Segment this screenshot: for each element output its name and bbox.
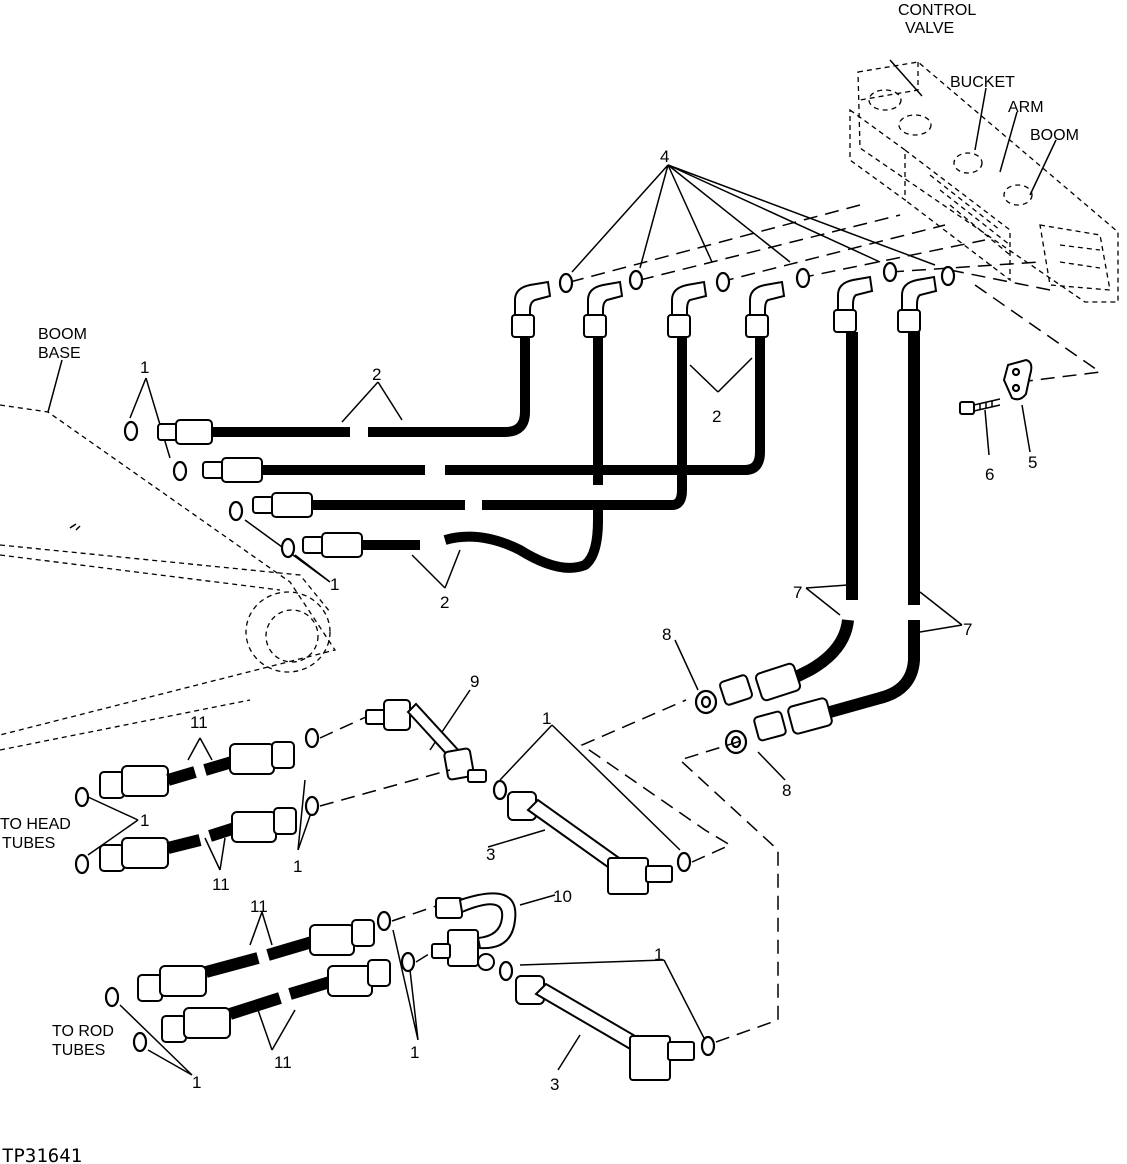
valve-port-leaders bbox=[569, 204, 1103, 383]
callout-2: 2 bbox=[712, 407, 721, 426]
hose-end-fittings bbox=[157, 419, 363, 558]
callout-1: 1 bbox=[293, 857, 302, 876]
callout-1: 1 bbox=[542, 709, 551, 728]
label-bucket: BUCKET bbox=[950, 74, 1015, 91]
callout-1: 1 bbox=[140, 811, 149, 830]
tube-part-9 bbox=[319, 699, 487, 807]
callout-11: 11 bbox=[212, 875, 230, 894]
callout-3: 3 bbox=[550, 1075, 559, 1094]
label-to-rod-1: TO ROD bbox=[52, 1023, 114, 1040]
callout-1: 1 bbox=[140, 358, 149, 377]
elbow-fittings bbox=[511, 275, 938, 338]
callout-11: 11 bbox=[190, 713, 208, 732]
label-to-rod-2: TUBES bbox=[52, 1042, 105, 1059]
callout-2: 2 bbox=[440, 593, 449, 612]
callout-numbers: 1 1 1 1 1 1 1 1 2 2 2 3 3 4 5 6 7 7 8 8 … bbox=[140, 147, 1037, 1094]
o-rings bbox=[74, 261, 956, 1057]
text-labels: CONTROL VALVE BUCKET ARM BOOM BOOM BASE … bbox=[0, 2, 1079, 1164]
callout-1: 1 bbox=[330, 575, 339, 594]
callout-10: 10 bbox=[553, 887, 572, 906]
callout-leaders bbox=[47, 59, 1057, 1076]
callout-2: 2 bbox=[372, 365, 381, 384]
label-boom-base-1: BOOM bbox=[38, 326, 87, 343]
label-boom-base-2: BASE bbox=[38, 345, 81, 362]
callout-7: 7 bbox=[963, 620, 972, 639]
callout-11: 11 bbox=[250, 897, 268, 916]
tube-part-3-upper bbox=[507, 699, 732, 895]
tube-part-3-lower bbox=[515, 739, 779, 1081]
callout-1: 1 bbox=[192, 1073, 201, 1092]
hoses-part-7 bbox=[719, 332, 920, 742]
callout-8: 8 bbox=[782, 781, 791, 800]
boom-base-outline bbox=[0, 404, 337, 751]
callout-9: 9 bbox=[470, 672, 479, 691]
callout-1: 1 bbox=[410, 1043, 419, 1062]
label-to-head-1: TO HEAD bbox=[0, 816, 71, 833]
callout-8: 8 bbox=[662, 625, 671, 644]
label-to-head-2: TUBES bbox=[2, 835, 55, 852]
label-control-valve-2: VALVE bbox=[905, 20, 954, 37]
label-control-valve-1: CONTROL bbox=[898, 2, 976, 19]
tube-part-10 bbox=[391, 892, 517, 971]
hoses-part-2 bbox=[210, 325, 765, 573]
callout-5: 5 bbox=[1028, 453, 1037, 472]
label-boom: BOOM bbox=[1030, 127, 1079, 144]
nuts-and-clamp bbox=[694, 358, 1033, 755]
callout-4: 4 bbox=[660, 147, 669, 166]
callout-11: 11 bbox=[274, 1053, 292, 1072]
callout-3: 3 bbox=[486, 845, 495, 864]
label-arm: ARM bbox=[1008, 99, 1044, 116]
callout-7: 7 bbox=[793, 583, 802, 602]
callout-1: 1 bbox=[654, 945, 663, 964]
callout-6: 6 bbox=[985, 465, 994, 484]
figure-id: TP31641 bbox=[2, 1145, 82, 1164]
control-valve bbox=[849, 61, 1119, 303]
hoses-part-11 bbox=[99, 741, 391, 1043]
